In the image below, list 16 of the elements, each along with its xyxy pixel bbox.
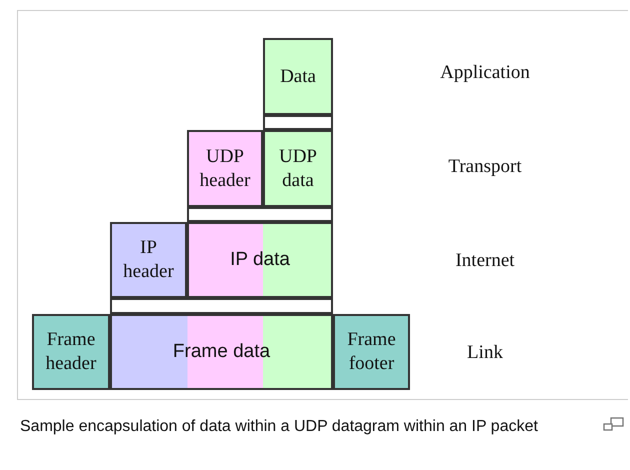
layer-block: UDP data [263, 130, 333, 207]
layer-block: IP data [187, 222, 333, 298]
layer-label: Transport [448, 156, 522, 178]
layer-block: Data [263, 38, 333, 115]
layer-block: Frame footer [333, 314, 410, 390]
spacer-band [187, 207, 333, 222]
layer-label: Link [467, 342, 503, 364]
layer-block: UDP header [187, 130, 263, 207]
layer-block: IP header [110, 222, 187, 298]
layer-label: Internet [455, 250, 515, 272]
layer-block: Frame data [110, 314, 333, 390]
spacer-band [110, 298, 333, 314]
layer-block: Frame header [32, 314, 110, 390]
caption: Sample encapsulation of data within a UDP datagram within an IP packet [20, 417, 539, 437]
layer-label: Application [440, 62, 530, 84]
spacer-band [263, 115, 333, 130]
